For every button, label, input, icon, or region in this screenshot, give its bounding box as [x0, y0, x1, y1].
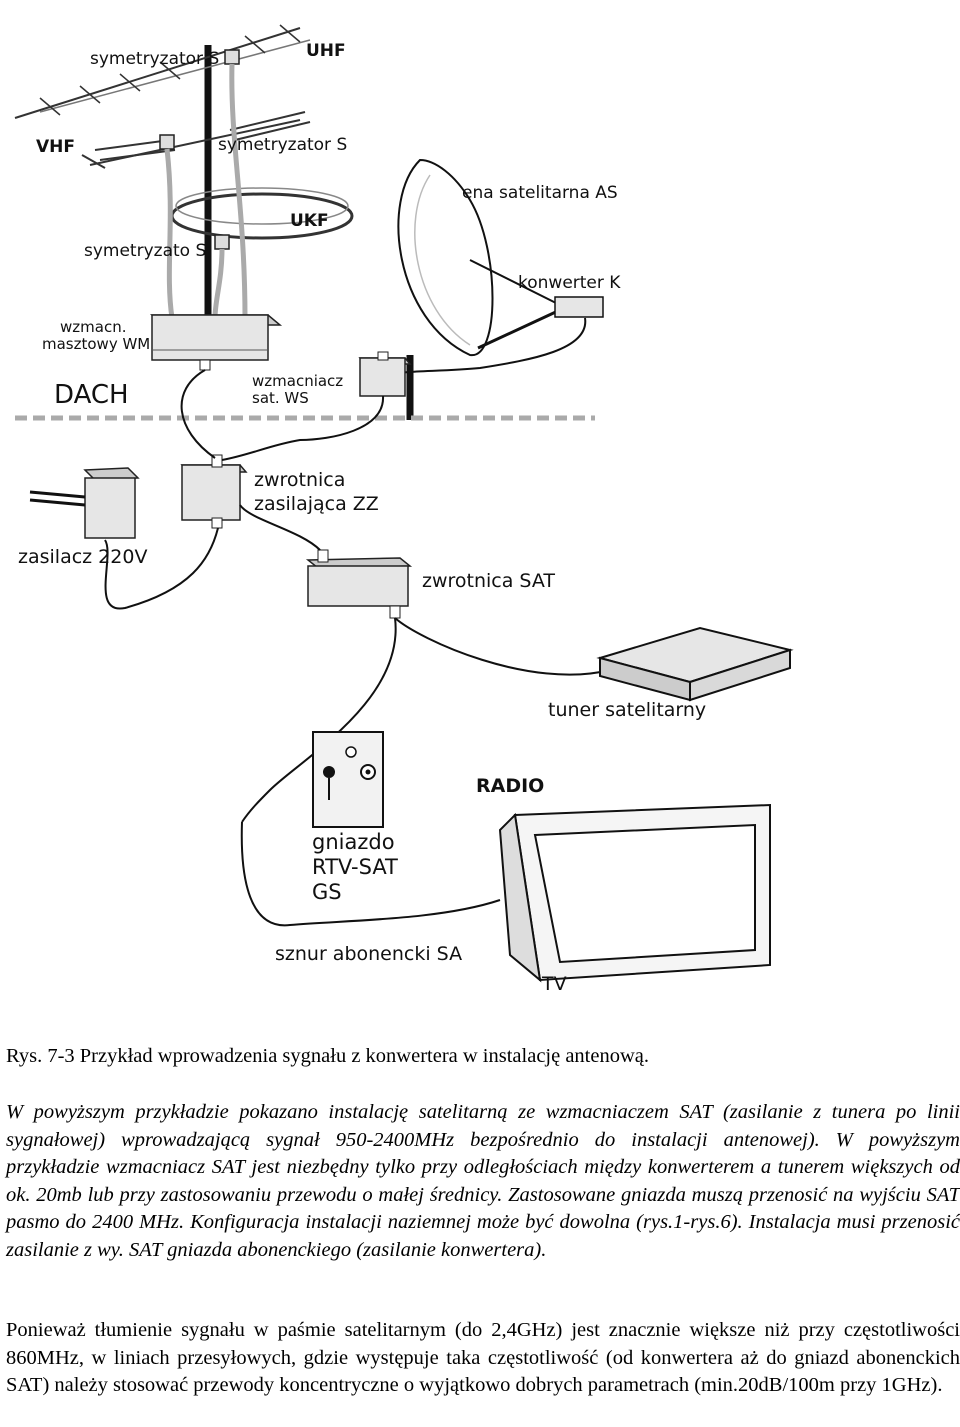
label-socket-1: gniazdo [312, 830, 395, 854]
satellite-tuner [596, 626, 794, 702]
sat-splitter [305, 549, 413, 619]
installation-diagram: symetryzator S UHF VHF symetryzator S UK… [14, 24, 794, 995]
label-socket-2: RTV-SAT [312, 855, 398, 879]
antenna-array [14, 24, 354, 319]
label-psu: zasilacz 220V [18, 546, 147, 568]
label-roof: DACH [54, 380, 129, 410]
cables [104, 369, 611, 927]
label-feed-1: zwrotnica [254, 469, 345, 491]
label-mast-amp-2: masztowy WM [42, 335, 150, 353]
sat-amplifier [358, 351, 412, 397]
power-supply [29, 467, 140, 539]
paragraph-1: W powyższym przykładzie pokazano instala… [6, 1101, 960, 1261]
figure-caption: Rys. 7-3 Przykład wprowadzenia sygnału z… [6, 1045, 650, 1067]
label-mast-amp-1: wzmacn. [60, 318, 126, 336]
mast-amplifier [149, 314, 283, 371]
feed-splitter [180, 454, 248, 529]
label-sat-amp-2: sat. WS [252, 389, 309, 407]
label-symmetrizer-mid: symetryzator S [218, 135, 347, 155]
paragraph-2: Ponieważ tłumienie sygnału w paśmie sate… [6, 1319, 960, 1396]
label-socket-3: GS [312, 880, 342, 904]
label-feed-2: zasilająca ZZ [254, 493, 379, 515]
label-symmetrizer-low: symetryzato S [84, 241, 206, 261]
label-tv: TV [541, 973, 567, 995]
label-ukf: UKF [290, 211, 329, 231]
label-sat-amp-1: wzmacniacz [252, 372, 343, 390]
label-uhf: UHF [306, 41, 346, 61]
label-dish: ena satelitarna AS [462, 183, 618, 203]
label-radio: RADIO [476, 775, 544, 797]
television [498, 803, 771, 983]
label-vhf: VHF [36, 137, 75, 157]
label-symmetrizer-top: symetryzator S [90, 49, 219, 69]
label-tuner: tuner satelitarny [548, 699, 706, 721]
wall-socket [312, 731, 384, 828]
label-cord: sznur abonencki SA [275, 943, 462, 965]
satellite-dish [394, 158, 604, 420]
label-converter: konwerter K [518, 273, 621, 293]
label-sat-splitter: zwrotnica SAT [422, 570, 555, 592]
